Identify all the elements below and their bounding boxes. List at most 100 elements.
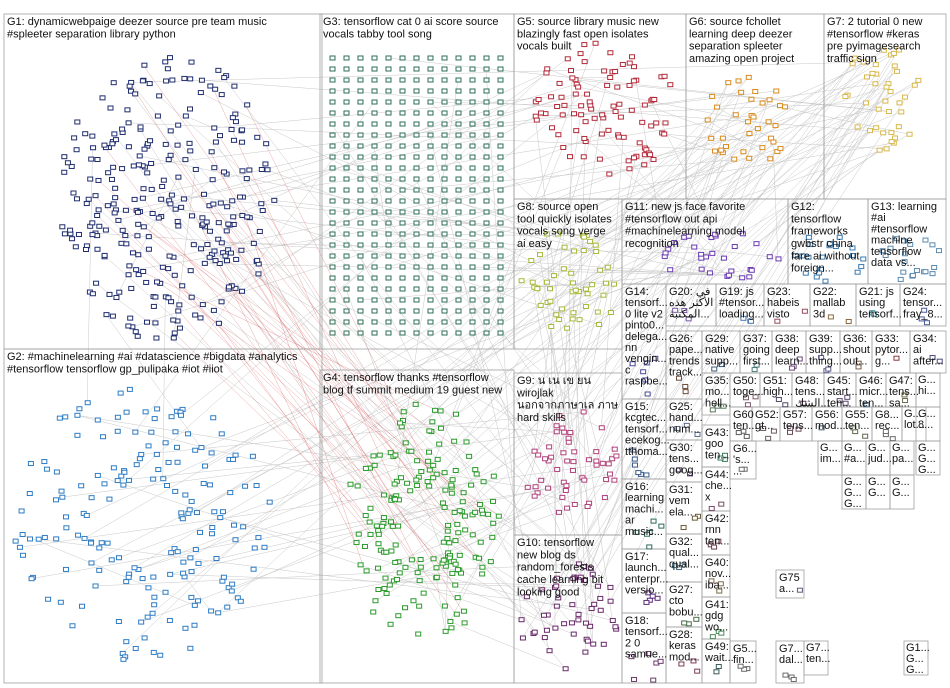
graph-node [567,68,574,74]
group-panel-g57 [779,406,813,442]
group-label-g20: G20: في [669,286,710,298]
graph-node [371,297,378,303]
graph-node [150,649,157,655]
graph-node [766,254,773,260]
graph-node [570,459,577,465]
graph-node [116,289,123,295]
graph-node [581,59,588,65]
group-label-g49: G49: [705,641,729,653]
graph-node [357,99,364,105]
graph-node [191,602,198,608]
graph-node [12,538,19,544]
graph-node [144,614,151,620]
graph-node [343,66,350,72]
graph-edge [137,473,437,570]
graph-node [455,530,462,536]
group-label-g30: tens... [669,453,699,465]
graph-node [935,248,942,254]
graph-node [555,132,562,138]
graph-node [126,263,133,269]
graph-node [580,247,587,253]
graph-node [653,120,660,126]
graph-node [227,250,234,256]
graph-node [822,278,829,284]
graph-node [141,635,148,641]
graph-node [662,250,669,256]
graph-node [215,320,222,326]
graph-node [414,458,421,464]
graph-node [497,55,504,61]
graph-node [62,566,69,572]
group-label-g14: c [625,364,631,376]
small-group-panel [803,640,829,676]
graph-edge [401,158,749,191]
group-label-g21: G21: js [859,286,894,298]
graph-node [385,165,392,171]
graph-node [497,198,504,204]
graph-node [554,104,561,110]
node-layer [12,40,943,683]
graph-node [123,579,130,585]
graph-node [104,203,111,209]
graph-node [592,40,599,46]
group-label-g45: start... [827,386,858,398]
graph-edge [19,464,597,548]
group-label-g41: wo... [704,621,728,633]
graph-node [680,525,687,531]
graph-edge [387,148,781,268]
graph-node [775,396,782,402]
graph-node [215,610,222,616]
highlight-edge [255,271,474,556]
graph-node [427,209,434,215]
graph-node [483,132,490,138]
graph-node [385,88,392,94]
graph-node [455,297,462,303]
graph-node [862,433,869,439]
graph-node [537,252,544,258]
graph-node [469,121,476,127]
graph-node [632,462,639,468]
graph-node [195,560,202,566]
graph-node [399,176,406,182]
small-group-label: lot... [904,419,925,431]
graph-node [441,88,448,94]
graph-node [329,319,336,325]
graph-node [483,176,490,182]
graph-node [565,435,572,441]
graph-edge [499,61,864,301]
graph-node [111,210,118,216]
graph-node [399,187,406,193]
group-label-g33: pytor... [875,344,908,356]
graph-node [371,88,378,94]
graph-node [477,539,484,545]
graph-node [329,187,336,193]
graph-node [160,177,167,183]
group-label-g3: vocals tabby tool song [323,28,432,40]
graph-node [581,42,588,48]
graph-node [151,602,158,608]
graph-node [135,252,142,258]
graph-node [577,574,584,580]
graph-node [224,204,231,210]
graph-node [343,77,350,83]
small-group-label: 8... [918,419,933,431]
group-label-g17: versio... [625,585,664,597]
graph-edge [217,282,573,614]
graph-node [217,515,224,521]
graph-node [427,143,434,149]
graph-node [552,625,559,631]
graph-node [110,201,117,207]
graph-node [698,255,705,261]
group-label-g39: thing... [809,355,842,367]
graph-node [731,156,738,162]
graph-node [82,246,89,252]
graph-node [455,176,462,182]
graph-node [606,471,613,477]
graph-node [571,111,578,117]
graph-node [180,559,187,565]
graph-node [483,110,490,116]
highlight-edge [210,201,414,479]
graph-edge [577,91,891,615]
small-group-panel [903,640,929,676]
